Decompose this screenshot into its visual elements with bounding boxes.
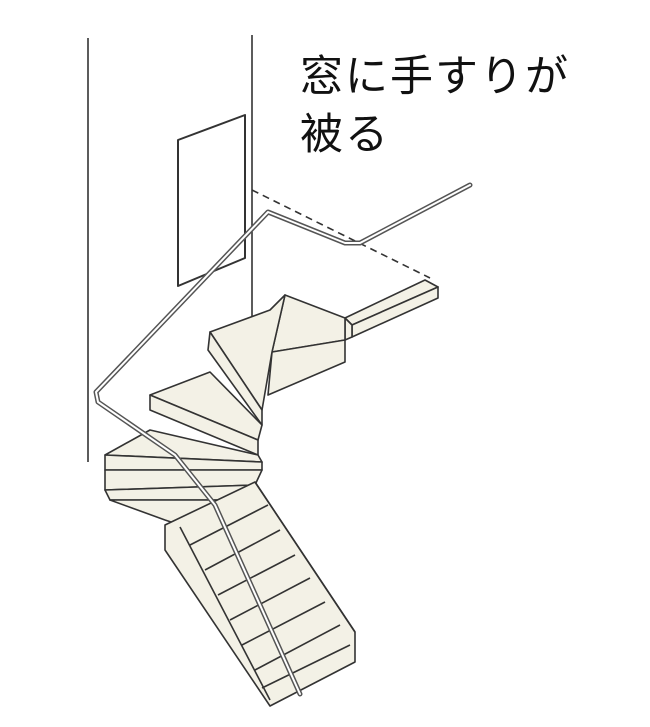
caption-line-2: 被る bbox=[300, 110, 390, 160]
caption: 窓に手すりが 被る bbox=[300, 48, 570, 164]
dashed-wall-line bbox=[251, 189, 431, 279]
top-step bbox=[344, 279, 439, 341]
upper-winder-steps bbox=[104, 294, 346, 526]
lower-flight bbox=[164, 481, 356, 707]
window bbox=[177, 114, 246, 287]
caption-line-1: 窓に手すりが bbox=[300, 52, 570, 102]
